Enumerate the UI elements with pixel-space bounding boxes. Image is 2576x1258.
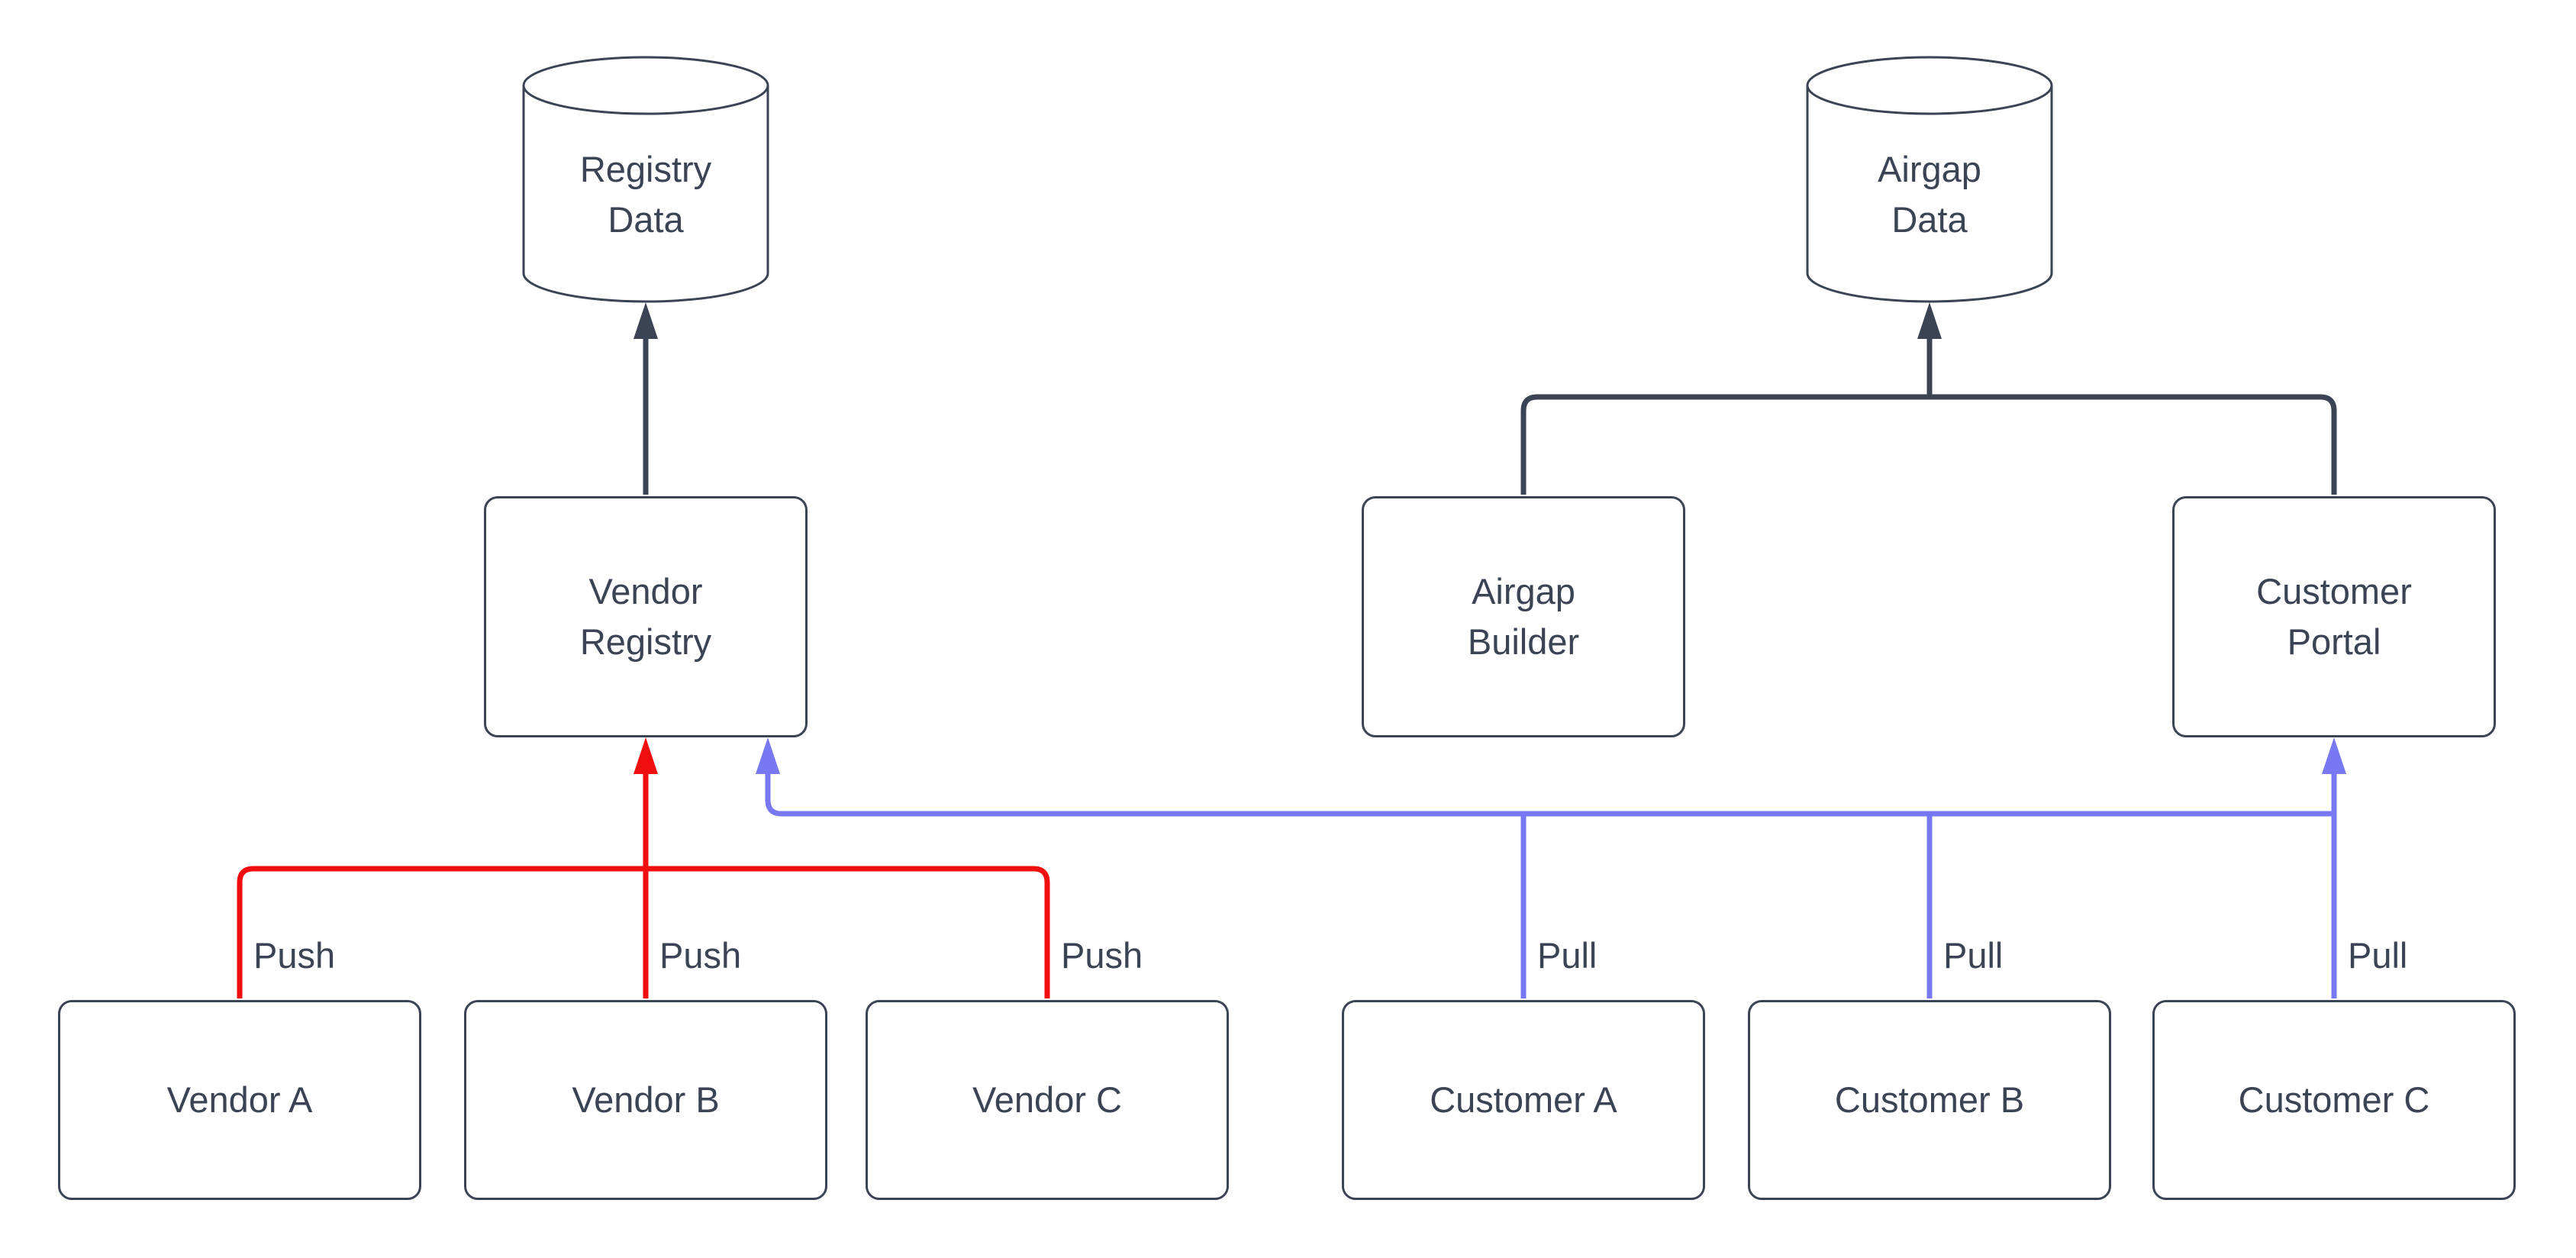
- customer-c-node[interactable]: Customer C: [2152, 1000, 2516, 1200]
- label-line: Airgap: [1472, 571, 1575, 611]
- customer-a-node[interactable]: Customer A: [1342, 1000, 1705, 1200]
- arrowhead-up-icon: [756, 737, 780, 774]
- label-line: Vendor C: [972, 1079, 1122, 1120]
- label-line: Registry: [579, 149, 712, 189]
- label-line: Vendor: [588, 571, 703, 611]
- arrowhead-up-icon: [1917, 302, 1942, 339]
- airgap-data-label: Airgap Data: [1807, 115, 2052, 275]
- label-line: Customer: [2256, 571, 2412, 611]
- label-line: Customer B: [1834, 1079, 2025, 1120]
- cylinder-rim: [522, 85, 769, 115]
- label-line: Airgap: [1878, 149, 1981, 189]
- registry-data-label: Registry Data: [524, 115, 768, 275]
- arrowhead-up-icon: [634, 737, 658, 774]
- label-line: Data: [608, 199, 684, 240]
- vendor-a-node[interactable]: Vendor A: [58, 1000, 421, 1200]
- cylinder-rim: [1806, 85, 2053, 115]
- label-line: Vendor A: [166, 1079, 313, 1120]
- customer-b-node[interactable]: Customer B: [1748, 1000, 2111, 1200]
- vendor-c-node[interactable]: Vendor C: [866, 1000, 1229, 1200]
- airgap-builder-node[interactable]: Airgap Builder: [1362, 496, 1685, 737]
- cylinder-body: [1806, 56, 2053, 303]
- cylinder-body: [522, 56, 769, 303]
- edge-builder-portal-to-airgap-data[interactable]: [1520, 302, 2337, 495]
- label-line: Customer C: [2238, 1079, 2430, 1120]
- label-line: Data: [1891, 199, 1968, 240]
- label-line: Builder: [1467, 621, 1580, 662]
- registry-data-cylinder[interactable]: [522, 56, 769, 303]
- edge-customers-pull-to-vendor-registry[interactable]: [756, 737, 2334, 817]
- arrowhead-up-icon: [2322, 737, 2346, 774]
- edge-vendor-b-push-to-vendor-registry[interactable]: [634, 737, 658, 998]
- label-line: Vendor B: [572, 1079, 720, 1120]
- edge-line: [1520, 394, 2337, 495]
- edge-vendor-registry-to-registry-data[interactable]: [634, 302, 658, 495]
- edge-customer-c-pull-to-customer-portal[interactable]: [2322, 737, 2346, 998]
- pull-label-customer-b: Pull: [1943, 935, 2004, 976]
- label-line: Registry: [579, 621, 712, 662]
- arrowhead-up-icon: [634, 302, 658, 339]
- label-line: Portal: [2287, 621, 2381, 662]
- edge-line: [765, 773, 2334, 817]
- customer-portal-node[interactable]: Customer Portal: [2172, 496, 2496, 737]
- vendor-registry-node[interactable]: Vendor Registry: [484, 496, 808, 737]
- pull-label-customer-a: Pull: [1537, 935, 1598, 976]
- pull-label-customer-c: Pull: [2348, 935, 2408, 976]
- airgap-data-cylinder[interactable]: [1806, 56, 2053, 303]
- push-label-vendor-b: Push: [659, 935, 742, 976]
- label-line: Customer A: [1430, 1079, 1617, 1120]
- vendor-b-node[interactable]: Vendor B: [464, 1000, 827, 1200]
- push-label-vendor-a: Push: [253, 935, 336, 976]
- push-label-vendor-c: Push: [1061, 935, 1143, 976]
